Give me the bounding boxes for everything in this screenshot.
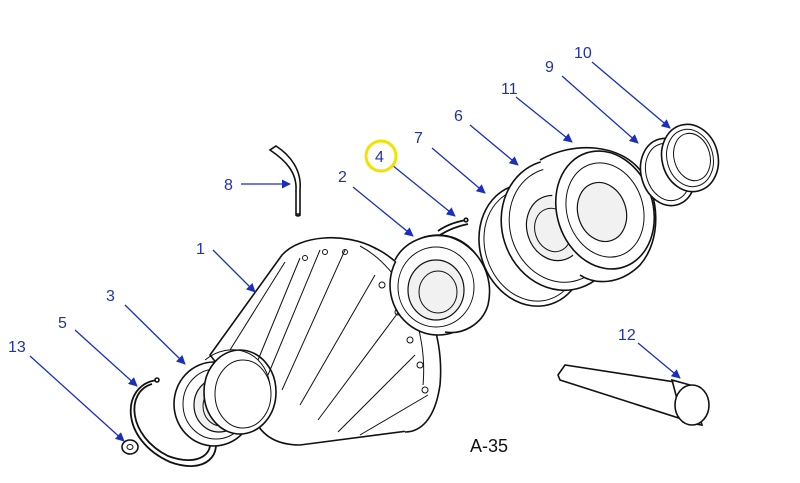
callout-13: 13 [8,339,26,356]
part-12-grease-tube [557,364,710,426]
leader-12 [637,342,681,379]
callout-11: 11 [501,81,518,98]
part-4-retaining-ring [437,217,469,236]
leader-10 [591,61,671,129]
callout-10: 10 [574,45,592,62]
callout-6: 6 [454,108,463,125]
leader-5 [74,329,138,387]
callout-3: 3 [106,288,115,305]
leader-2 [352,186,414,237]
leader-4 [391,164,456,217]
highlight-circle [364,139,398,173]
callout-7: 7 [414,130,423,147]
callout-4: 4 [375,149,384,166]
leader-11 [515,96,573,143]
leader-9 [561,75,639,144]
leader-3 [124,304,186,365]
callout-9: 9 [545,59,554,76]
part-8-bent-pin [268,145,301,217]
part-13-washer [121,439,139,455]
callout-labels: 1 2 3 4 5 6 7 8 9 10 11 12 13 [8,45,636,356]
part-11-cover [539,146,657,283]
part-2-bearing [389,234,491,336]
leader-6 [469,124,519,166]
leader-7 [431,147,486,194]
part-10-seal [660,123,720,193]
callout-2: 2 [338,169,347,186]
leader-13 [29,355,125,442]
leader-1 [212,249,256,293]
callout-5: 5 [58,315,67,332]
callout-1: 1 [196,241,205,258]
leader-lines [29,61,681,442]
figure-label: A-35 [470,436,508,456]
callout-8: 8 [224,177,233,194]
part-5-snap-ring [129,377,217,467]
callout-12: 12 [618,327,636,344]
